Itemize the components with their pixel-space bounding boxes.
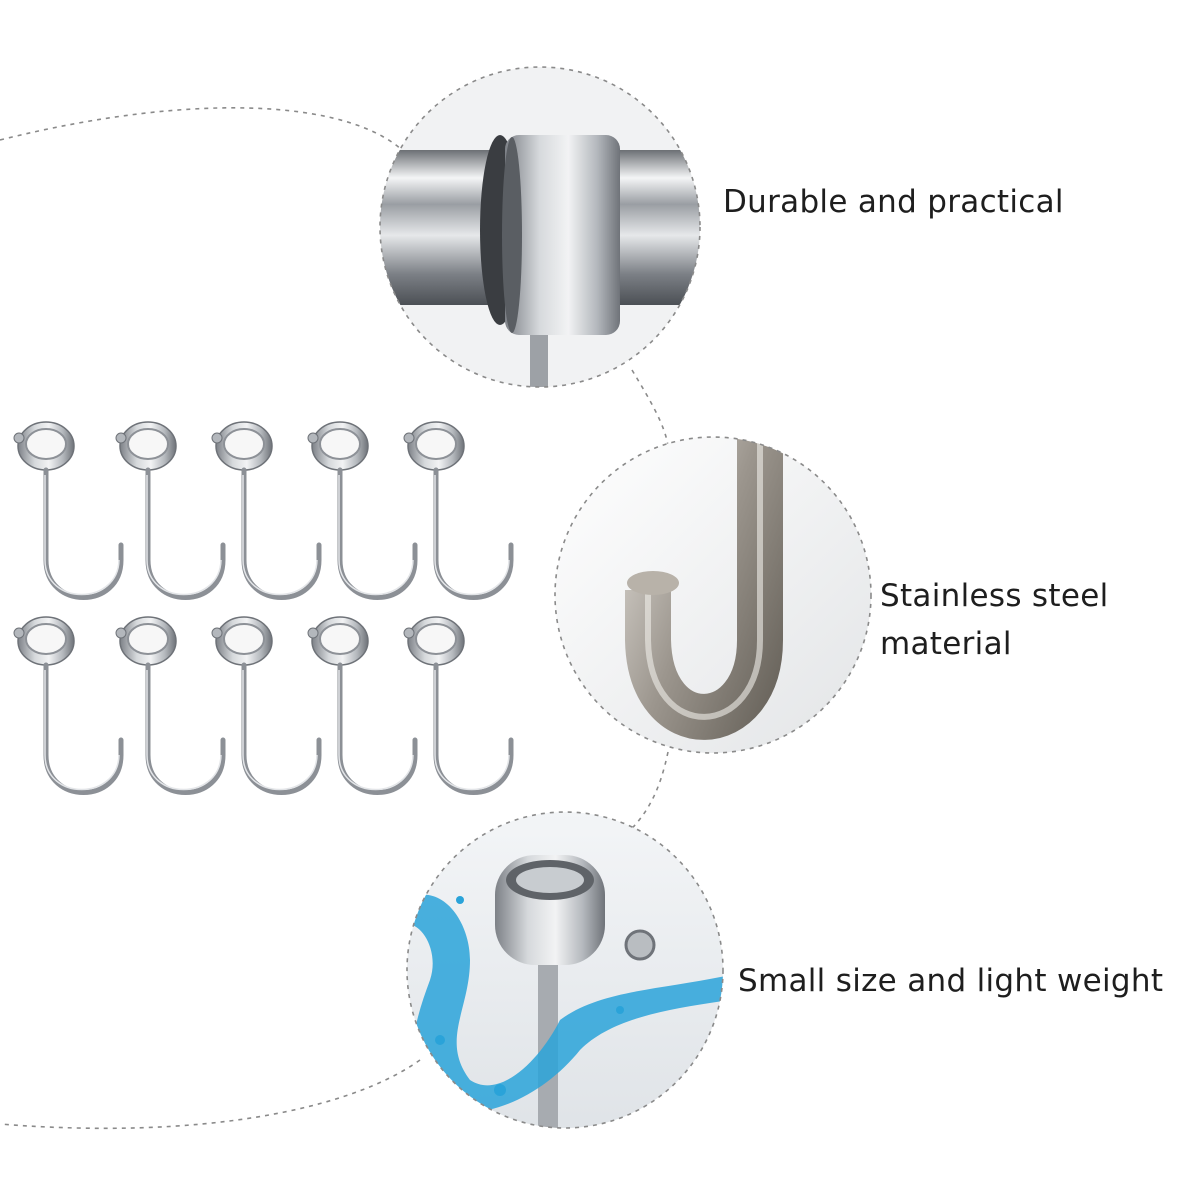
ring-j-hook-icon — [115, 616, 226, 795]
steel-j-hook-closeup-icon — [554, 436, 872, 754]
ring-j-hook-icon — [211, 421, 322, 600]
ring-hook-with-water-splash-icon — [406, 811, 724, 1129]
ring-j-hook-icon — [403, 421, 514, 600]
ring-j-hook-icon — [211, 616, 322, 795]
feature-label-line: Small size and light weight — [738, 963, 1164, 999]
hook-product-grid — [13, 421, 514, 795]
ring-j-hook-icon — [307, 616, 418, 795]
feature-label-line: Stainless steel — [880, 578, 1109, 614]
steel-ring-on-rod-closeup-icon — [379, 66, 701, 388]
feature-label-line: Durable and practical — [723, 184, 1064, 220]
feature-label-stainless: Stainless steel material — [880, 572, 1109, 668]
ring-j-hook-icon — [115, 421, 226, 600]
ring-j-hook-icon — [307, 421, 418, 600]
ring-j-hook-icon — [403, 616, 514, 795]
feature-label-line: material — [880, 626, 1012, 662]
feature-label-small-size: Small size and light weight — [738, 957, 1163, 1005]
dashed-connector-line — [0, 107, 669, 1130]
feature-label-durable: Durable and practical — [723, 178, 1064, 226]
ring-j-hook-icon — [13, 421, 124, 600]
ring-j-hook-icon — [13, 616, 124, 795]
